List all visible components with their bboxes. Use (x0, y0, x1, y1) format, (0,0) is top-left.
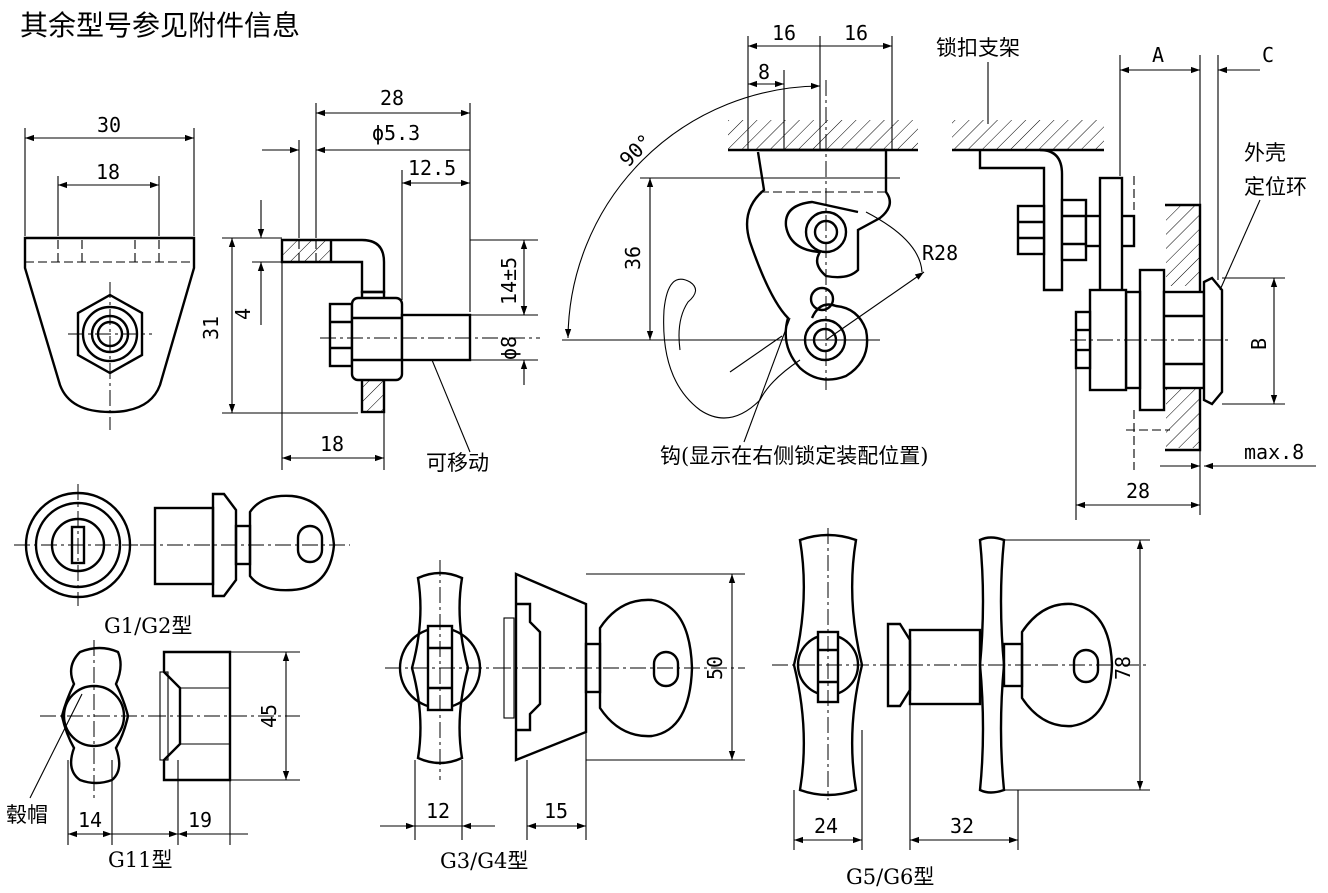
base-front-view: 30 18 (23, 113, 196, 430)
dim-15: 15 (544, 799, 568, 823)
dim-18a: 18 (96, 160, 120, 184)
dim-8: 8 (758, 60, 770, 84)
dim-d5-3: ϕ5.3 (372, 121, 420, 145)
dim-d8: ϕ8 (497, 336, 521, 360)
dim-max8: max.8 (1244, 440, 1304, 464)
dim-r28: R28 (922, 241, 958, 265)
dim-B: B (1247, 338, 1271, 350)
g11-views: 45 14 19 毂帽 G11型 (6, 640, 300, 872)
dim-12: 12 (426, 799, 450, 823)
label-hub-cap: 毂帽 (6, 803, 48, 827)
label-g11: G11型 (108, 848, 173, 872)
label-bracket: 锁扣支架 (936, 36, 1020, 60)
dim-50: 50 (703, 656, 727, 680)
dim-90deg: 90° (615, 129, 658, 172)
dim-45: 45 (257, 704, 281, 728)
side-view: 28 ϕ5.3 12.5 31 4 (199, 86, 540, 475)
dim-16a: 16 (772, 21, 796, 45)
label-g3-g4: G3/G4型 (440, 849, 528, 873)
dim-28: 28 (380, 86, 404, 110)
dim-78: 78 (1111, 656, 1135, 680)
g5-g6-views: 78 24 32 G5/G6型 (772, 528, 1150, 889)
dim-4: 4 (231, 308, 255, 320)
dim-A: A (1152, 43, 1164, 67)
dim-C: C (1262, 43, 1274, 67)
dim-28b: 28 (1126, 479, 1150, 503)
g3-g4-views: 50 12 15 G3/G4型 (380, 560, 745, 873)
label-ring: 定位环 (1244, 175, 1307, 199)
dim-14: 14 (78, 808, 102, 832)
label-g1-g2: G1/G2型 (104, 614, 192, 638)
label-movable: 可移动 (426, 451, 489, 475)
dim-14pm5: 14±5 (497, 257, 521, 305)
dim-12-5: 12.5 (408, 156, 456, 180)
dim-36: 36 (621, 246, 645, 270)
dim-30: 30 (97, 113, 121, 137)
dim-24: 24 (814, 814, 838, 838)
hook-view: 16 16 8 90° 36 R28 钩(显示在右侧锁定装配位 (562, 21, 958, 468)
dim-18b: 18 (320, 432, 344, 456)
label-hook: 钩(显示在右侧锁定装配位置) (660, 444, 928, 468)
dim-31: 31 (199, 316, 223, 340)
dim-19: 19 (188, 808, 212, 832)
dim-16b: 16 (844, 21, 868, 45)
label-g5-g6: G5/G6型 (846, 865, 934, 889)
label-shell: 外壳 (1244, 141, 1286, 165)
page-title: 其余型号参见附件信息 (20, 9, 300, 42)
dim-32: 32 (950, 814, 974, 838)
g1-g2-views: G1/G2型 (14, 484, 350, 638)
assembly-section-view: 锁扣支架 A C (936, 36, 1316, 520)
